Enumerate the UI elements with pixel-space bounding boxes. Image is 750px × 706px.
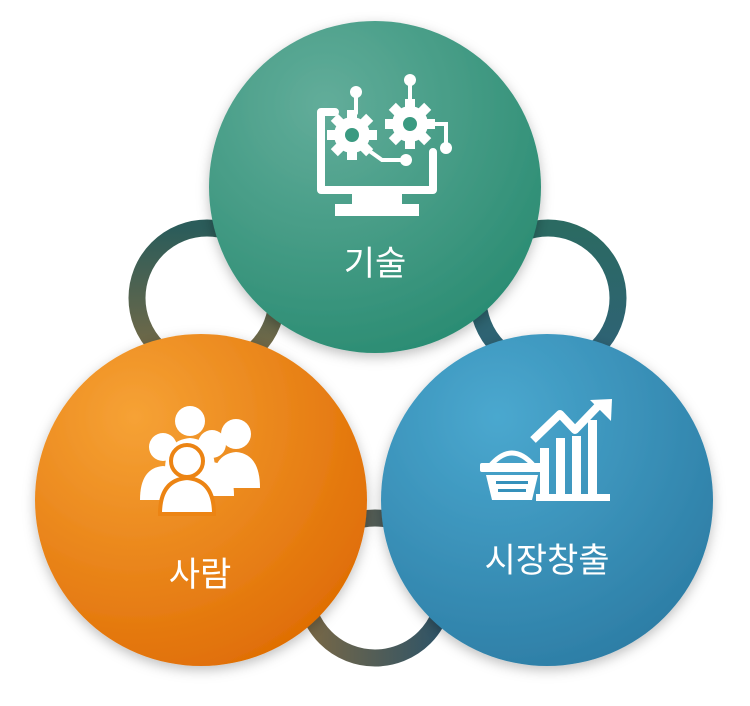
market-label: 시장창출 xyxy=(484,541,609,581)
node-market: 시장창출 xyxy=(381,334,713,666)
people-group-icon xyxy=(140,406,260,516)
node-tech: 기술 xyxy=(209,21,541,353)
people-label: 사람 xyxy=(169,555,232,595)
node-people: 사람 xyxy=(35,334,367,666)
basket-growth-chart-icon xyxy=(480,399,612,501)
tech-label: 기술 xyxy=(344,244,407,284)
gear-monitor-icon xyxy=(317,74,452,216)
